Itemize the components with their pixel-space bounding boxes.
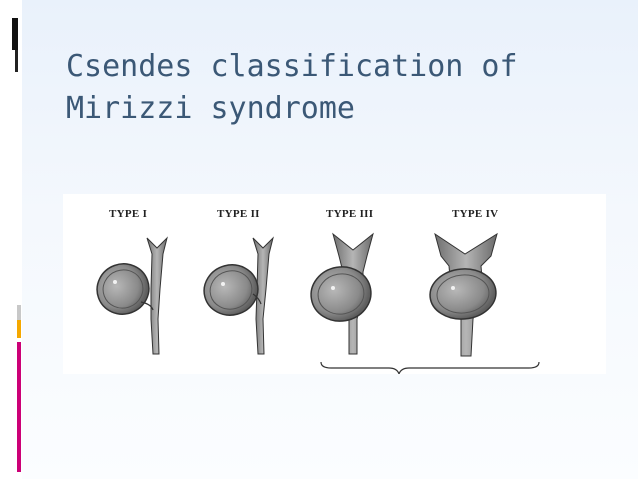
grouping-brace: [320, 361, 540, 374]
classification-figure: TYPE I TYPE II TYPE III TYPE IV: [63, 194, 606, 374]
accent-bar: [0, 0, 21, 479]
accent-bar-black: [12, 18, 18, 50]
accent-bar-grey: [17, 305, 21, 321]
left-band: [0, 0, 22, 479]
type-iii-label: TYPE III: [326, 208, 374, 220]
accent-bar-magenta: [17, 342, 21, 472]
accent-bar-orange: [17, 320, 21, 338]
type-iii-drawing: [310, 232, 374, 355]
type-i-drawing: [96, 236, 168, 355]
accent-bar-black-lower: [15, 50, 18, 72]
type-iv-drawing: [429, 232, 498, 357]
type-ii-drawing: [203, 236, 274, 355]
mirizzi-diagram: [96, 232, 540, 374]
type-iv-label: TYPE IV: [452, 208, 499, 220]
slide-title: Csendes classification of Mirizzi syndro…: [66, 49, 536, 126]
type-ii-label: TYPE II: [217, 208, 260, 220]
type-i-label: TYPE I: [109, 208, 148, 220]
